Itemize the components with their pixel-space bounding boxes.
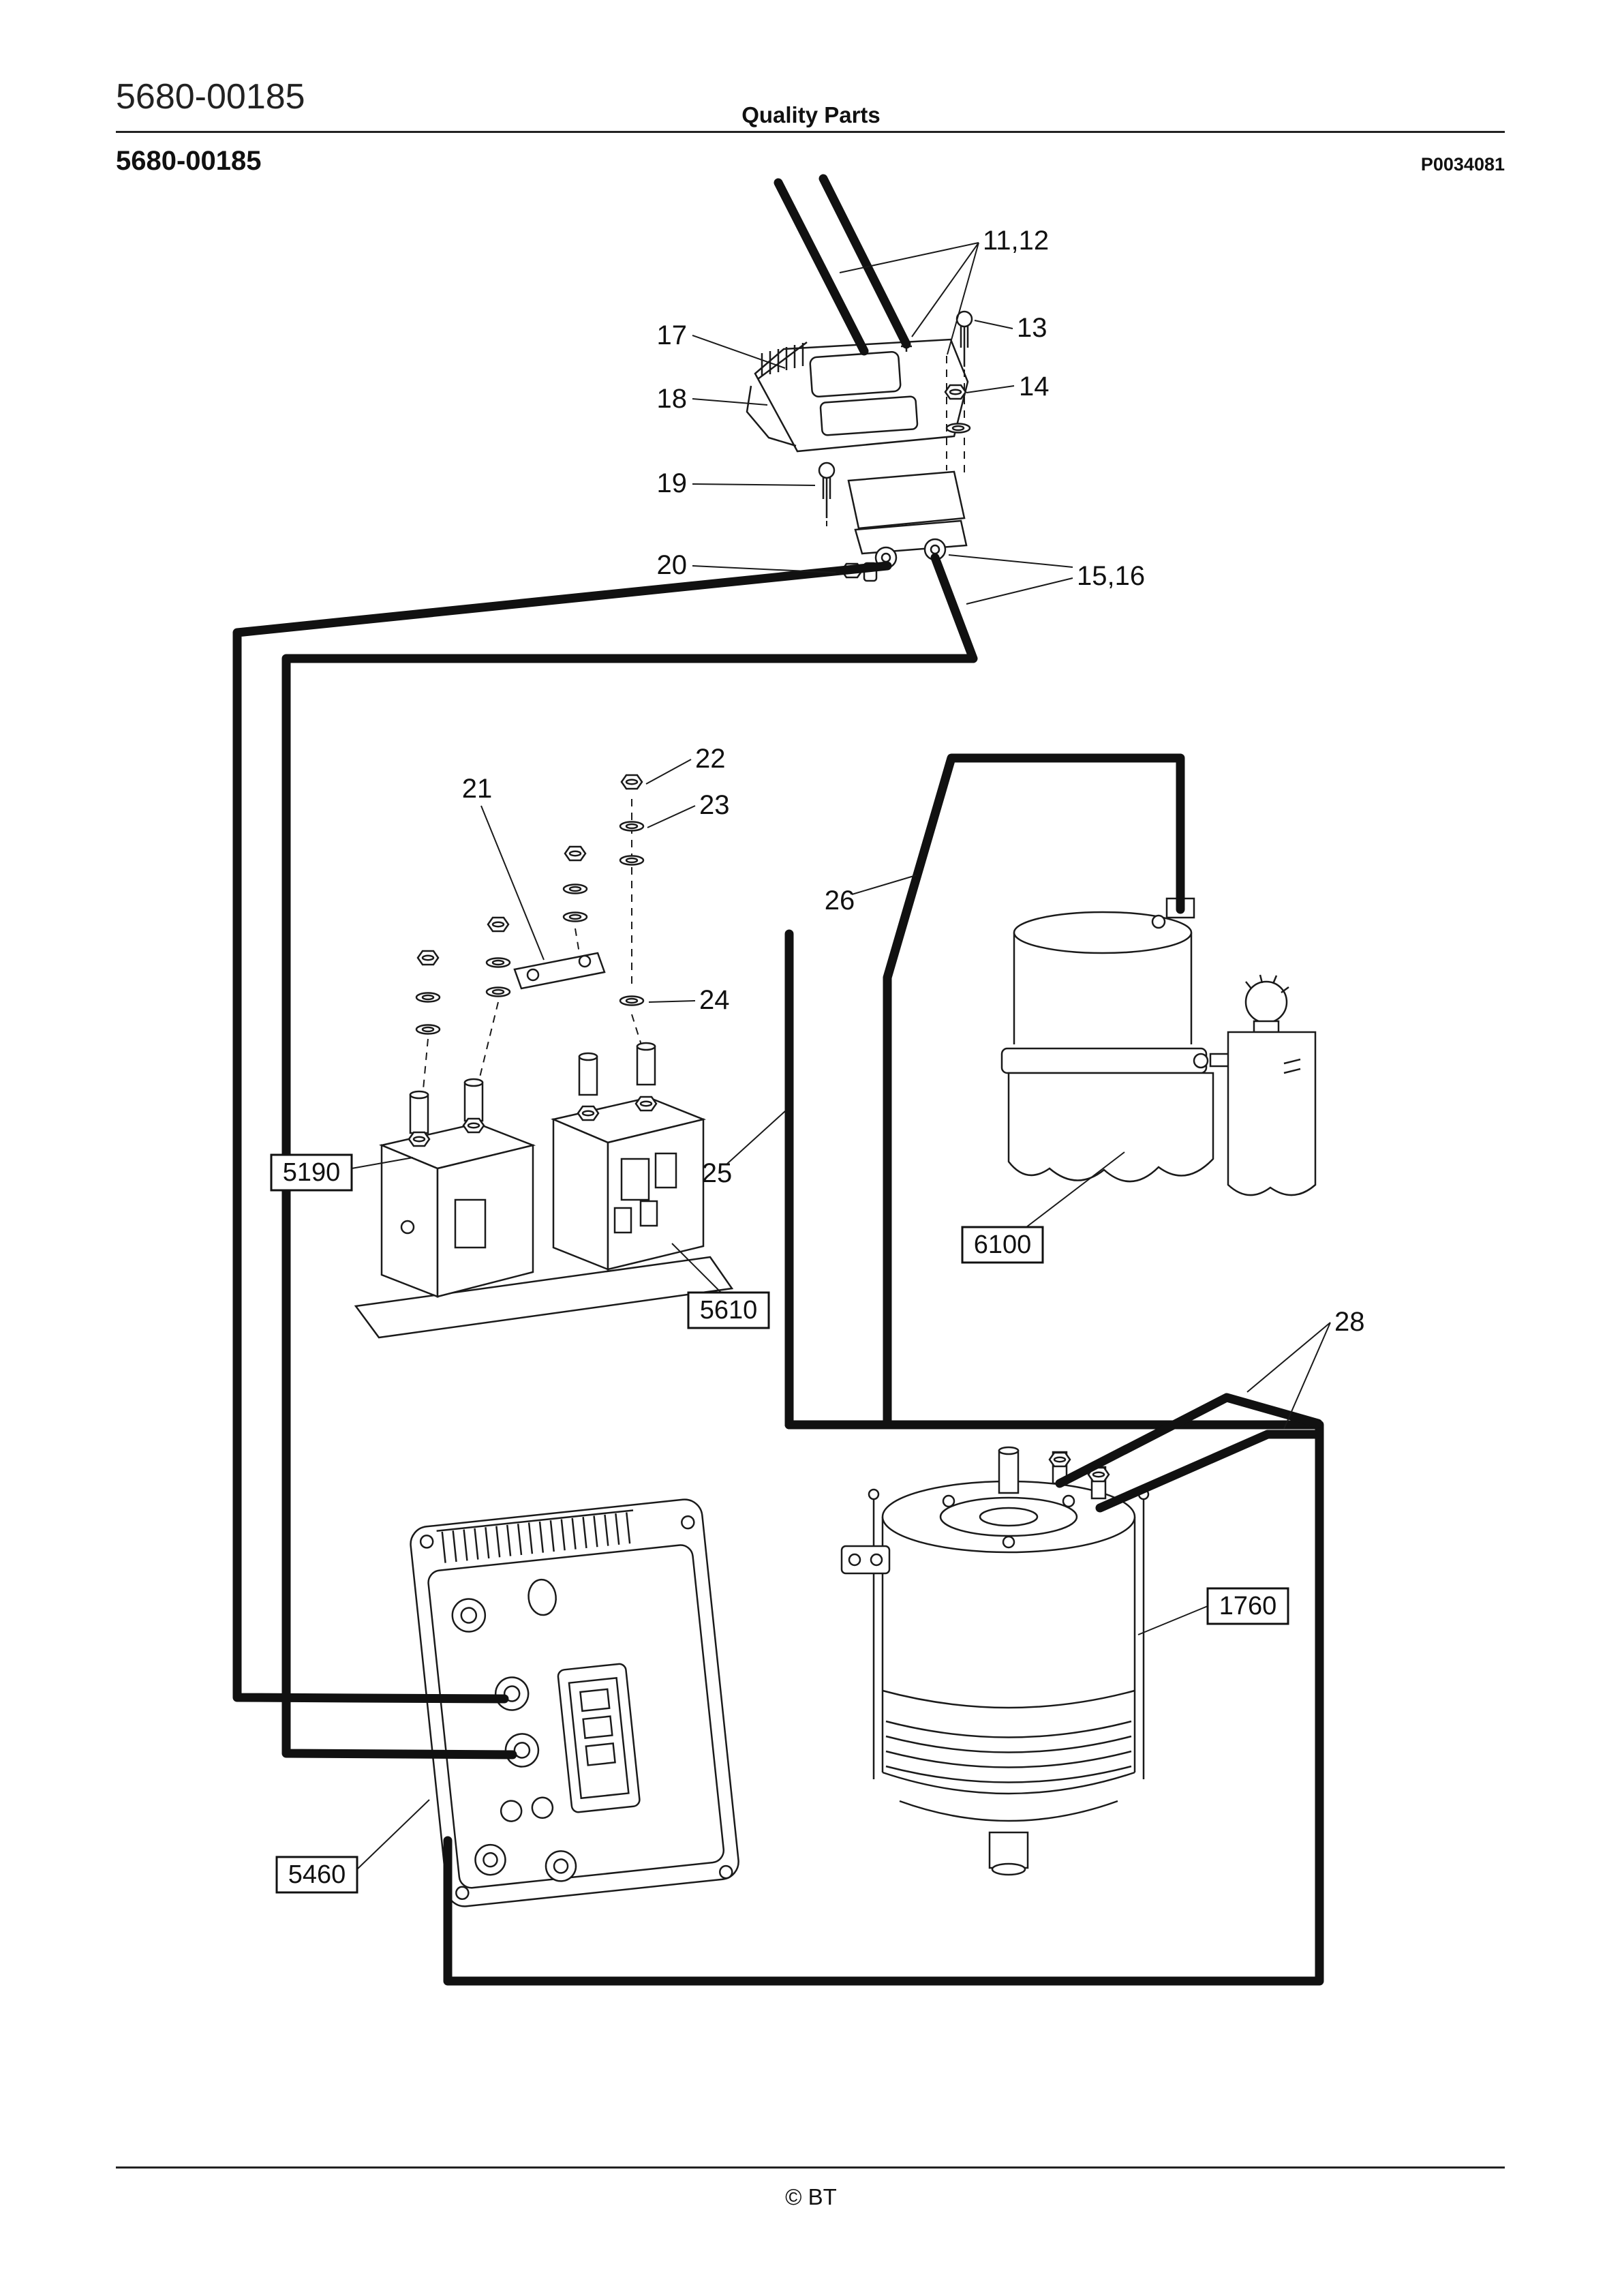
callout-14: 14	[1019, 372, 1050, 402]
part-number-1760-label: 1760	[1219, 1592, 1277, 1620]
leader-lines	[351, 242, 1331, 1870]
contactor-5190-drawing	[378, 1078, 536, 1298]
callouts-layer: 11,12 13 17 14 18 19 20 15,16 22 21 23 2…	[462, 226, 1365, 1337]
part-number-5460-label: 5460	[288, 1860, 346, 1889]
part-number-5460: 5460	[275, 1856, 358, 1894]
busbar-link	[513, 952, 606, 990]
callout-17: 17	[657, 320, 688, 350]
callout-19: 19	[657, 468, 688, 498]
part-number-5610-label: 5610	[700, 1296, 758, 1325]
pump-6100-drawing	[1000, 897, 1317, 1196]
motor-cable-28b	[1095, 1430, 1323, 1513]
footer-rule	[116, 2166, 1505, 2169]
part-number-5190: 5190	[270, 1153, 353, 1192]
callout-21: 21	[462, 774, 493, 804]
part-number-boxes: 5190 5610 6100 5460 1760	[270, 1153, 1289, 1894]
cable-to-controller-2	[281, 553, 978, 1759]
callout-18: 18	[657, 384, 688, 414]
fuse-assembly-drawing	[746, 338, 969, 582]
callout-25: 25	[702, 1158, 733, 1188]
cable-loop	[443, 1420, 1324, 1986]
figure-reference: P0034081	[1420, 154, 1505, 175]
header-quality-parts: Quality Parts	[741, 102, 881, 127]
callout-15-16: 15,16	[1077, 561, 1145, 591]
page-title: 5680-00185	[116, 146, 262, 176]
cable-pump-26	[883, 753, 1185, 1430]
cable-to-controller-1	[232, 561, 892, 1704]
contactor-fastener-stacks	[415, 774, 645, 1090]
controller-5460-drawing	[410, 1498, 739, 1907]
part-number-6100: 6100	[961, 1226, 1044, 1264]
footer-copyright: © BT	[785, 2184, 837, 2209]
callout-13: 13	[1017, 313, 1047, 343]
contactor-5610-drawing	[550, 1042, 707, 1271]
callout-26: 26	[825, 886, 855, 916]
fuse-assembly-fasteners	[818, 310, 973, 579]
callout-22: 22	[695, 744, 726, 774]
part-number-6100-label: 6100	[974, 1230, 1032, 1259]
callout-24: 24	[699, 985, 730, 1015]
callout-23: 23	[699, 790, 730, 820]
motor-1760-drawing	[840, 1446, 1150, 1876]
part-number-1760: 1760	[1206, 1587, 1289, 1625]
part-number-5610: 5610	[687, 1291, 770, 1329]
battery-cables	[232, 174, 1324, 1986]
callout-20: 20	[657, 550, 688, 580]
header-rule	[116, 131, 1505, 133]
header-document-number: 5680-00185	[116, 77, 305, 117]
callout-28: 28	[1334, 1307, 1365, 1337]
part-number-5190-label: 5190	[283, 1158, 341, 1187]
callout-11-12: 11,12	[983, 226, 1049, 256]
contactor-base-plate	[354, 1256, 734, 1339]
motor-cable-28a	[1055, 1393, 1323, 1488]
